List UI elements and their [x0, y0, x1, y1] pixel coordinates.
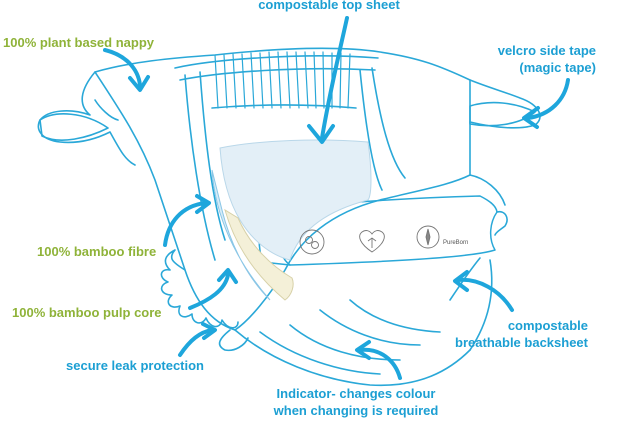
- label-indicator: Indicator- changes colour when changing …: [258, 385, 454, 419]
- label-text-line1: compostable: [507, 318, 588, 333]
- backsheet-fold: [234, 329, 471, 387]
- label-text: compostable top sheet: [258, 0, 400, 12]
- heart-tree-icon: [359, 230, 385, 253]
- label-text: 100% plant based nappy: [3, 35, 154, 50]
- arrow-bamboo-fibre: [163, 201, 207, 247]
- label-bamboo-fibre: 100% bamboo fibre: [37, 243, 156, 260]
- label-plant-based-nappy: 100% plant based nappy: [3, 34, 154, 51]
- right-velcro-tab: [469, 101, 536, 127]
- compass-icon: [416, 225, 440, 249]
- left-wing: [37, 71, 136, 166]
- arrow-pulp-core: [188, 273, 230, 310]
- compostable-circle-icon: [299, 229, 325, 255]
- label-compostable-top-sheet: compostable top sheet: [245, 0, 413, 13]
- brand-on-tape: PureBorn: [443, 240, 469, 246]
- arrow-backsheet: [456, 277, 514, 312]
- arrow-indicator: [358, 347, 402, 380]
- label-velcro-side-tape: velcro side tape (magic tape): [468, 42, 596, 76]
- label-text: 100% bamboo pulp core: [12, 305, 162, 320]
- label-text-line2: when changing is required: [273, 403, 439, 418]
- label-text-line2: breathable backsheet: [455, 335, 588, 350]
- leg-ruffle: [160, 249, 239, 329]
- label-bamboo-pulp-core: 100% bamboo pulp core: [12, 304, 162, 321]
- label-text-line1: velcro side tape: [497, 43, 596, 58]
- elastic-band: [214, 51, 351, 109]
- label-text-line1: Indicator- changes colour: [276, 386, 436, 401]
- arrow-velcro: [526, 78, 570, 120]
- label-text: 100% bamboo fibre: [37, 244, 157, 259]
- waistband: [174, 55, 379, 69]
- bamboo-fibre-layer: [211, 169, 271, 301]
- nappy-outline: [94, 47, 471, 331]
- label-secure-leak-protection: secure leak protection: [66, 357, 204, 374]
- arrow-plant-based: [103, 48, 142, 87]
- left-velcro-tab: [39, 113, 109, 141]
- arrow-top-sheet: [320, 16, 349, 140]
- arrow-leak: [178, 328, 214, 357]
- label-backsheet: compostable breathable backsheet: [430, 317, 588, 351]
- bamboo-pulp-core: [224, 208, 294, 301]
- label-text: secure leak protection: [66, 358, 204, 373]
- label-text-line2: (magic tape): [519, 60, 596, 75]
